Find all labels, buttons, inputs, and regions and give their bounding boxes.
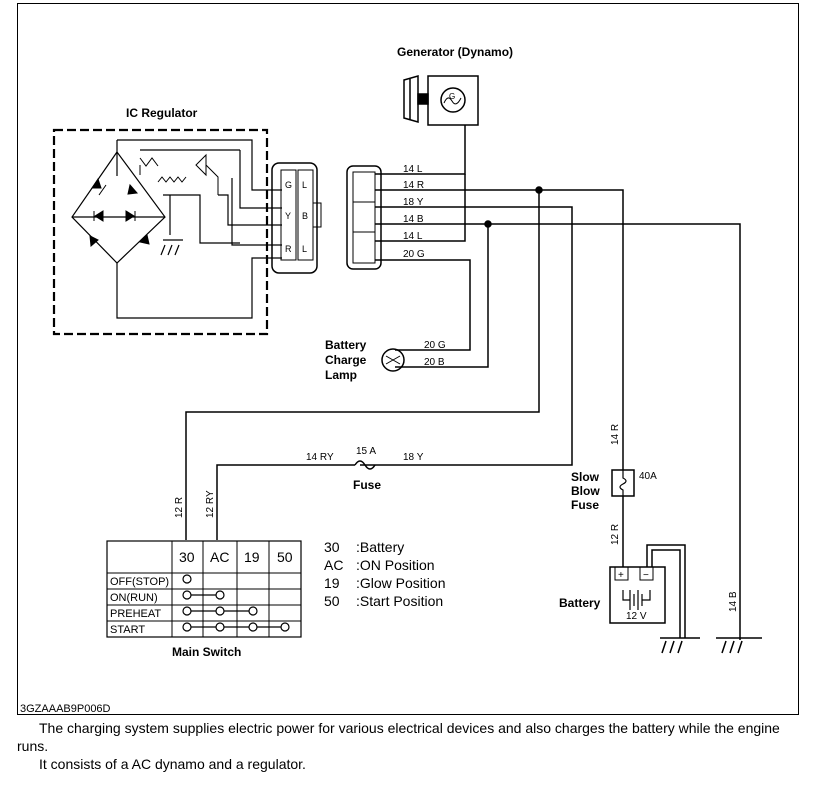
pin-y: Y (285, 211, 291, 221)
slow-blow-label-line3: Fuse (571, 498, 599, 512)
lamp-wire-20b: 20 B (424, 357, 445, 368)
legend-code-ac: AC (324, 557, 343, 573)
generator-symbol (440, 87, 466, 113)
switch-row-on: ON(RUN) (110, 592, 158, 604)
fuse-rating: 15 A (356, 446, 376, 457)
fuse-label: Fuse (353, 478, 381, 492)
battery-label: Battery (559, 596, 601, 610)
battery-voltage: 12 V (626, 611, 647, 622)
slow-blow-label-line2: Blow (571, 484, 600, 498)
wire-label-14r-vertical: 14 R (610, 424, 621, 445)
regulator-dashed-box (52, 128, 269, 336)
lamp-symbol (381, 348, 405, 372)
switch-row-preheat: PREHEAT (110, 608, 161, 620)
generator-label: Generator (Dynamo) (397, 45, 513, 59)
generator: G Generator (Dynamo) (397, 45, 513, 168)
wire-label-14l-top: 14 L (403, 164, 423, 175)
switch-row-off: OFF(STOP) (110, 576, 169, 588)
wire-label-20g: 20 G (403, 249, 425, 260)
legend-desc-50: :Start Position (356, 593, 443, 609)
pin-g: G (285, 180, 292, 190)
wire-label-14r: 14 R (403, 180, 424, 191)
wire-label-14b-vertical: 14 B (728, 591, 739, 612)
switch-col-50: 50 (277, 549, 293, 565)
wire-label-14l-bottom: 14 L (403, 231, 423, 242)
figure-frame (17, 3, 799, 715)
battery-minus: − (643, 570, 649, 581)
caption-paragraph-1: The charging system supplies electric po… (17, 720, 780, 754)
slow-blow-rating: 40A (639, 471, 657, 482)
lamp-label-line1: Battery (325, 338, 367, 352)
legend-desc-30: :Battery (356, 539, 404, 555)
wire-label-14b: 14 B (403, 214, 424, 225)
regulator-connector: G L B Y L R (271, 162, 322, 274)
pin-r: R (285, 244, 292, 254)
caption: The charging system supplies electric po… (17, 719, 807, 773)
connector-wire-labels: 14 L 14 R 18 Y 14 B 14 L 20 G (403, 164, 425, 260)
harness-connector (346, 165, 382, 270)
vertical-wire-labels: 12 R 12 RY 14 R 12 R 14 B (174, 424, 739, 612)
legend-code-19: 19 (324, 575, 340, 591)
ic-regulator-label: IC Regulator (126, 106, 198, 120)
switch-legend: 30 :Battery AC :ON Position 19 :Glow Pos… (324, 539, 445, 609)
switch-row-start: START (110, 624, 145, 636)
switch-col-ac: AC (210, 549, 229, 565)
lamp-label-line3: Lamp (325, 368, 357, 382)
legend-code-50: 50 (324, 593, 340, 609)
fuse-wire-18y: 18 Y (403, 452, 424, 463)
pin-l-top: L (302, 180, 307, 190)
wiring-diagram: G Generator (Dynamo) IC Regulator (52, 45, 762, 659)
battery-charge-lamp: Battery Charge Lamp 20 G 20 B (325, 338, 446, 382)
slow-blow-label-line1: Slow (571, 470, 600, 484)
fuse: 15 A Fuse 14 RY 18 Y (306, 446, 424, 492)
figure-code: 3GZAAAB9P006D (20, 703, 111, 715)
legend-desc-ac: :ON Position (356, 557, 435, 573)
wire-label-12ry-main: 12 RY (205, 490, 216, 518)
switch-col-19: 19 (244, 549, 260, 565)
battery: + − 12 V Battery (559, 544, 700, 654)
ground-14b (716, 637, 762, 654)
pin-l-bottom: L (302, 244, 307, 254)
main-switch-label: Main Switch (172, 645, 241, 659)
wire-label-12r-vertical: 12 R (610, 524, 621, 545)
legend-desc-19: :Glow Position (356, 575, 445, 591)
fuse-wire-14ry: 14 RY (306, 452, 334, 463)
lamp-wire-20g: 20 G (424, 340, 446, 351)
slow-blow-fuse: 40A Slow Blow Fuse (571, 469, 657, 567)
battery-plus: + (618, 570, 624, 581)
switch-col-30: 30 (179, 549, 195, 565)
connector-wires (185, 168, 741, 640)
wire-label-18y: 18 Y (403, 197, 424, 208)
pin-b: B (302, 211, 308, 221)
svg-text:G: G (449, 92, 455, 101)
legend-code-30: 30 (324, 539, 340, 555)
main-switch: 30 AC 19 50 OFF(STOP) ON(RUN) PREHEAT ST… (106, 540, 302, 659)
wire-label-12r-main: 12 R (174, 497, 185, 518)
caption-paragraph-2: It consists of a AC dynamo and a regulat… (39, 756, 306, 772)
ic-regulator: IC Regulator (52, 106, 282, 336)
lamp-label-line2: Charge (325, 353, 367, 367)
